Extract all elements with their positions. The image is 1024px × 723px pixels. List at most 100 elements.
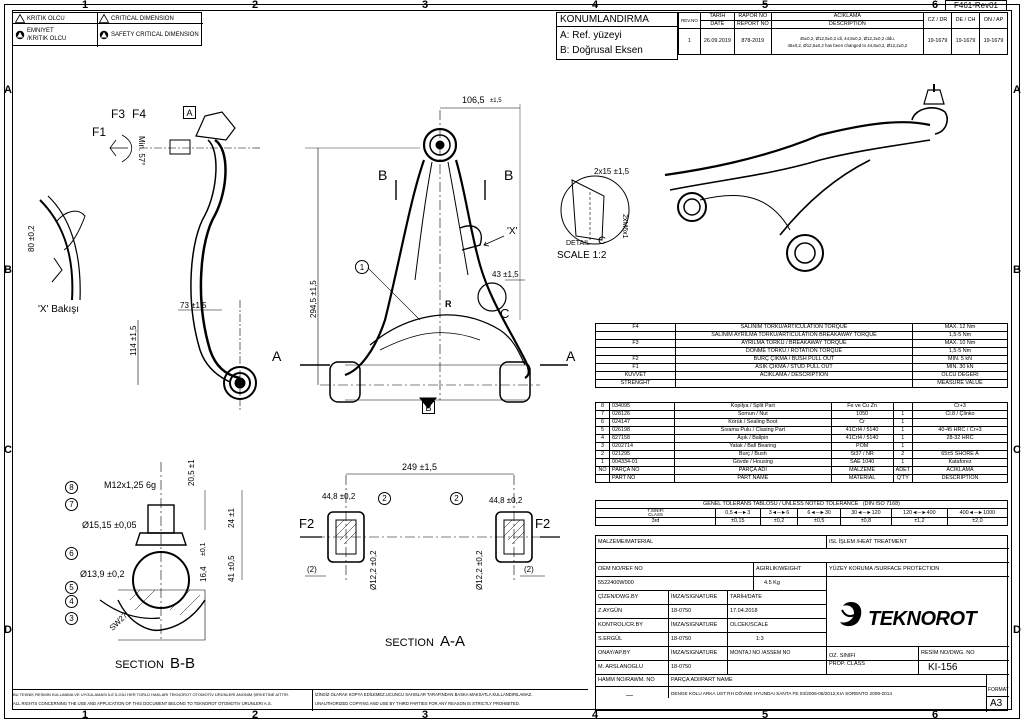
detail-scale: SCALE 1:2 (557, 250, 607, 261)
footer-right-en: UNAUTHORIZED COPYING AND USE BY THIRD PA… (315, 701, 520, 706)
part-name: Kopilya / Split Part (674, 402, 832, 411)
header-no: NO (595, 466, 610, 475)
torque-desc: SALINIM TORKU/ARTICULATION TORQUE (675, 323, 913, 332)
torque-head: ACIKLAMA / DESCRIPTION (675, 371, 913, 380)
footer-right-tr: İZİNSİZ OLARAK KOPYA EDİLEMEZ.UCUNCU SAH… (315, 692, 533, 697)
part-qty: 1 (892, 418, 914, 427)
part-desc: Cr+3 (912, 402, 1008, 411)
rev-code: F461-Rev01 (945, 0, 1007, 11)
tb-olcek: OLCEK/SCALE (730, 622, 769, 628)
part-desc: Cl.8 / Çlinko (912, 410, 1008, 419)
tolerance-range: 30◄─►120 (839, 508, 893, 518)
tb-part-name: DENGE KOLU ARKA UST RH DÖVME HYUNDAI SAN… (671, 691, 892, 696)
torque-value: 1,5-5 Nm (912, 347, 1008, 356)
konum-a: A: Ref. yüzeyi (560, 30, 622, 41)
zone-bottom-4: 4 (592, 709, 599, 721)
main-control-arm (300, 104, 568, 409)
torque-force (595, 347, 676, 356)
dim-d12-2-right: Ø12,2 ±0,2 (475, 550, 484, 590)
zone-right-d: D (1013, 624, 1021, 636)
dim-43: 43 ±1,5 (492, 270, 519, 279)
balloon-3: 3 (65, 612, 78, 625)
tolerance-value: ±0,5 (797, 517, 841, 526)
part-material: 41CrI4 / 5140 (830, 434, 894, 443)
tolerance-range: 3◄─►6 (759, 508, 799, 518)
header-aciklama: ACIKLAMA (912, 466, 1008, 475)
tb-raw-material-dash: — (626, 692, 633, 699)
torque-value: 1,5-5 Nm (912, 331, 1008, 340)
part-name: Körük / Sealing Boot (674, 418, 832, 427)
zone-bottom-6: 6 (932, 709, 939, 721)
header-parca-no: PARÇA NO (609, 466, 675, 475)
torque-force: F2 (595, 355, 676, 364)
balloon-5: 5 (65, 581, 78, 594)
dim-16-4: 16,4 (199, 566, 208, 582)
header-qty: Q'TY (892, 474, 914, 483)
part-qty (892, 402, 914, 411)
part-code: 021295 (609, 450, 675, 459)
torque-head: OLCU DEGERI (912, 371, 1008, 380)
part-name: Gövde / Housing (674, 458, 832, 467)
safety-critical-icon (15, 30, 25, 40)
safety-critical-icon-2 (99, 30, 109, 40)
ref-dim-2-right: (2) (524, 565, 534, 574)
tolerance-range: 120◄─►400 (891, 508, 948, 518)
zone-bottom-2: 2 (252, 709, 259, 721)
tb-parca-label: PARÇA ADI/PART NAME (671, 677, 733, 683)
tb-surface: YÜZEY KORUMA /SURFACE PROTECTION (829, 566, 940, 572)
tolerance-table: GENEL TOLERANS TABLOSU / UNLESS NOTED TO… (595, 500, 1009, 526)
part-name: Yatak / Ball Bearing (674, 442, 832, 451)
part-name: Burç / Bush (674, 450, 832, 459)
part-code: 026198 (609, 426, 675, 435)
teknorot-logo-text: TEKNOROT (868, 608, 977, 630)
balloon-4: 4 (65, 595, 78, 608)
teknorot-logo-icon (840, 602, 862, 627)
part-no: 7 (595, 410, 610, 419)
balloon-6: 6 (65, 547, 78, 560)
label-d1515: Ø15,15 ±0,05 (82, 520, 137, 530)
section-bb-word: SECTION (115, 659, 164, 671)
header-material: MATERIAL (830, 474, 894, 483)
tb-resim: RESİM NO/DWG. NO (921, 650, 975, 656)
part-desc: 65±5 SHORE A (912, 450, 1008, 459)
dim-106-tol: ±1,5 (490, 98, 502, 104)
ref-dim-2-left: (2) (307, 565, 317, 574)
tb-heat: ISL İŞLEM /HEAT TREATMENT (829, 539, 907, 545)
part-no: 1 (595, 458, 610, 467)
tolerance-tsinif: T.SINIFI (647, 508, 664, 513)
detail-label: DETAIL (566, 240, 590, 247)
tb-imza: İMZA/SIGNATURE (671, 594, 718, 600)
part-material: 41CrI4 / 5140 (830, 426, 894, 435)
part-code: 028126 (609, 410, 675, 419)
header-part-name: PART NAME (674, 474, 832, 483)
zone-bottom-1: 1 (82, 709, 89, 721)
tb-onay: ONAY/AP.BY (598, 650, 631, 656)
part-no: 2 (595, 450, 610, 459)
detail-letter-c: C (598, 235, 606, 247)
konum-b: B: Doğrusal Eksen (560, 45, 643, 56)
section-mark-b-left: B (378, 167, 388, 183)
torque-head: MEASURE VALUE (912, 379, 1008, 388)
footer-left-en: ALL RIGHTS CONCERNING THE USE AND APPLIC… (13, 701, 272, 706)
part-material: St37 / NR (830, 450, 894, 459)
tolerance-standard: (DIN ISO 7168) (862, 501, 900, 508)
tolerance-value: ±0,8 (839, 517, 893, 526)
datum-a-box: A (183, 106, 196, 119)
torque-desc: ASIK ÇIKMA / STUD PULL OUT (675, 363, 913, 372)
rev-desc-tr: 45±0,2, Ø12,5±0,2 idi, 44,8±0,2, Ø12,2±0… (799, 35, 895, 41)
zone-right-a: A (1013, 84, 1021, 96)
zone-bottom-3: 3 (422, 709, 429, 721)
dim-2x15: 2x15 ±1,5 (594, 167, 630, 176)
tolerance-title: GENEL TOLERANS TABLOSU / UNLESS NOTED TO… (703, 501, 859, 508)
section-hatching (129, 519, 525, 616)
section-mark-a-left: A (272, 348, 282, 364)
balloon-2-right: 2 (450, 492, 463, 505)
dim-20-5: 20,5 ±1 (187, 459, 196, 486)
zone-left-a: A (4, 84, 12, 96)
dim-294-5: 294,5 ±1,5 (309, 280, 318, 318)
